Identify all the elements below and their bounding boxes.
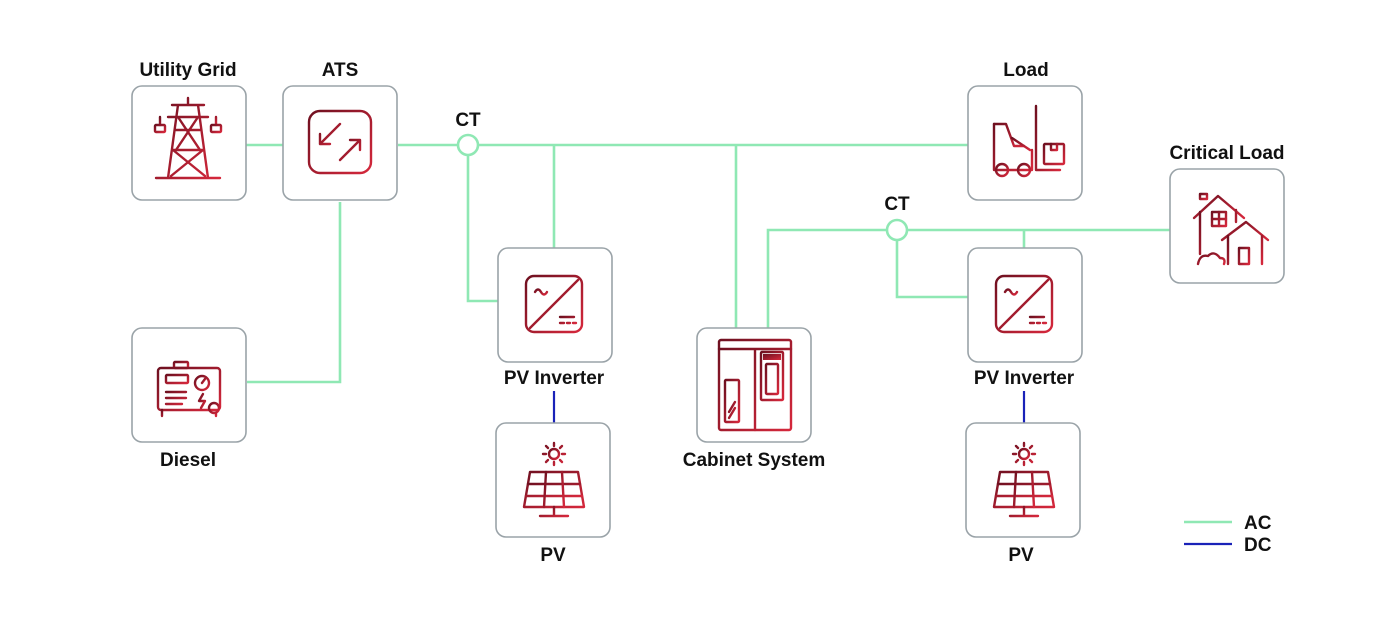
node-cabinet-system: Cabinet System bbox=[683, 327, 826, 471]
inverter-icon bbox=[994, 274, 1054, 334]
legend: AC DC bbox=[1184, 513, 1272, 556]
node-label: PV Inverter bbox=[504, 368, 605, 389]
node-label: PV Inverter bbox=[974, 368, 1075, 389]
node-pv-2: PV bbox=[965, 422, 1081, 566]
legend-label-ac: AC bbox=[1244, 513, 1272, 534]
generator-icon bbox=[156, 360, 222, 418]
solar-panel-icon bbox=[522, 441, 586, 518]
ct-sensor-2: CT bbox=[884, 194, 910, 242]
transfer-switch-icon bbox=[307, 109, 373, 175]
node-diesel: Diesel bbox=[131, 327, 247, 471]
node-utility-grid: Utility Grid bbox=[131, 60, 247, 201]
solar-panel-icon bbox=[992, 441, 1056, 518]
ct-label: CT bbox=[884, 194, 910, 215]
node-critical-load: Critical Load bbox=[1169, 143, 1285, 284]
ct-label: CT bbox=[455, 110, 481, 131]
house-icon bbox=[1192, 192, 1272, 266]
node-label: Cabinet System bbox=[683, 450, 826, 471]
dc-wiring bbox=[552, 391, 1026, 423]
battery-cabinet-icon bbox=[717, 338, 793, 432]
node-load: Load bbox=[967, 60, 1083, 201]
node-label: PV bbox=[1008, 545, 1034, 566]
node-label: ATS bbox=[322, 60, 359, 81]
node-label: Load bbox=[1003, 60, 1048, 81]
node-pv-1: PV bbox=[495, 422, 611, 566]
node-label: Critical Load bbox=[1169, 143, 1284, 164]
ct-sensor-1: CT bbox=[455, 110, 481, 157]
forklift-icon bbox=[992, 104, 1066, 178]
transmission-tower-icon bbox=[153, 96, 223, 180]
node-pv-inverter-2: PV Inverter bbox=[967, 247, 1083, 389]
legend-item-dc: DC bbox=[1184, 535, 1272, 556]
node-ats: ATS bbox=[282, 60, 398, 201]
inverter-icon bbox=[524, 274, 584, 334]
legend-item-ac: AC bbox=[1184, 513, 1272, 534]
node-label: Utility Grid bbox=[139, 60, 236, 81]
node-label: PV bbox=[540, 545, 566, 566]
node-pv-inverter-1: PV Inverter bbox=[497, 247, 613, 389]
node-label: Diesel bbox=[160, 450, 216, 471]
legend-label-dc: DC bbox=[1244, 535, 1272, 556]
ac-wiring bbox=[246, 143, 1170, 384]
